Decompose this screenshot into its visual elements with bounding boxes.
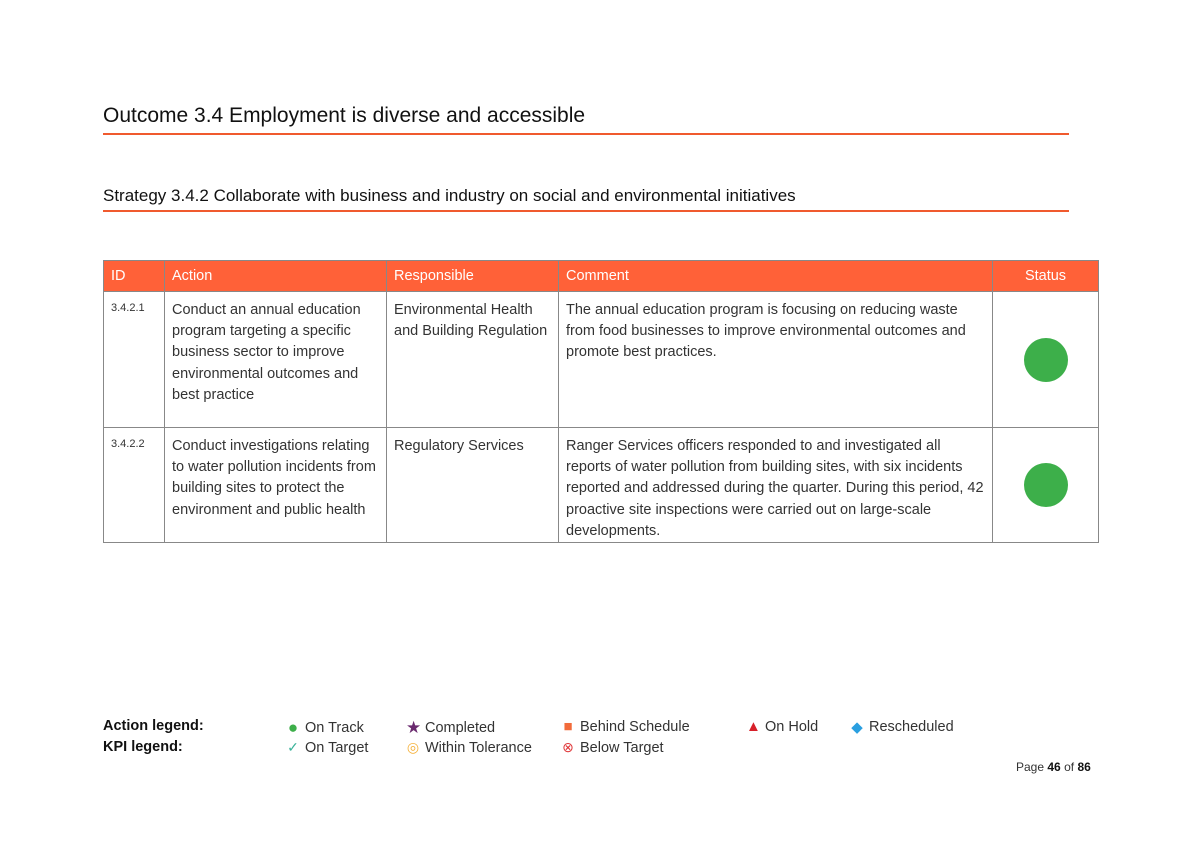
legend-behind-schedule: ■Behind Schedule	[561, 718, 689, 735]
legend-on-track: ●On Track	[287, 718, 364, 737]
header-status: Status	[992, 260, 1099, 292]
legend-on-target: ✓On Target	[287, 739, 369, 756]
action-legend-label: Action legend:	[103, 718, 204, 734]
green-circle-icon: ●	[287, 718, 299, 737]
legend-completed: ★Completed	[406, 718, 496, 737]
strategy-title: Strategy 3.4.2 Collaborate with business…	[103, 186, 796, 205]
target-circle-icon: ◎	[406, 739, 420, 755]
actions-table: ID Action Responsible Comment Status 3.4…	[103, 260, 1099, 544]
outcome-title: Outcome 3.4 Employment is diverse and ac…	[103, 104, 586, 127]
cell-responsible: Regulatory Services	[386, 426, 559, 544]
header-responsible: Responsible	[386, 260, 559, 292]
star-icon: ★	[406, 718, 422, 737]
cell-comment: Ranger Services officers responded to an…	[558, 426, 993, 544]
cell-id: 3.4.2.2	[103, 426, 165, 544]
on-track-status-icon	[1023, 463, 1068, 508]
header-action: Action	[164, 260, 387, 292]
kpi-legend-label: KPI legend:	[103, 739, 183, 755]
cell-action: Conduct investigations relating to water…	[164, 426, 387, 544]
cell-status	[992, 291, 1099, 428]
table-header-row: ID Action Responsible Comment Status	[103, 260, 1099, 292]
legend-within-tolerance: ◎Within Tolerance	[406, 739, 532, 756]
check-circle-icon: ✓	[287, 739, 299, 755]
header-id: ID	[103, 260, 165, 292]
legend-below-target: ⊗Below Target	[562, 739, 664, 756]
strategy-divider	[103, 210, 1069, 212]
legend-on-hold: ▲On Hold	[746, 718, 819, 735]
x-circle-icon: ⊗	[562, 739, 574, 755]
table-row: 3.4.2.2 Conduct investigations relating …	[103, 426, 1099, 544]
cell-comment: The annual education program is focusing…	[558, 291, 993, 428]
table-row: 3.4.2.1 Conduct an annual education prog…	[103, 291, 1099, 428]
outcome-divider	[103, 133, 1069, 135]
header-comment: Comment	[558, 260, 993, 292]
cell-status	[992, 426, 1099, 544]
cell-action: Conduct an annual education program targ…	[164, 291, 387, 428]
diamond-icon: ◆	[851, 719, 863, 736]
square-icon: ■	[563, 718, 573, 735]
cell-responsible: Environmental Health and Building Regula…	[386, 291, 559, 428]
page-number: Page 46 of 86	[1016, 760, 1091, 774]
triangle-icon: ▲	[746, 718, 761, 735]
on-track-status-icon	[1023, 337, 1068, 382]
cell-id: 3.4.2.1	[103, 291, 165, 428]
legend-rescheduled: ◆Rescheduled	[851, 719, 954, 736]
